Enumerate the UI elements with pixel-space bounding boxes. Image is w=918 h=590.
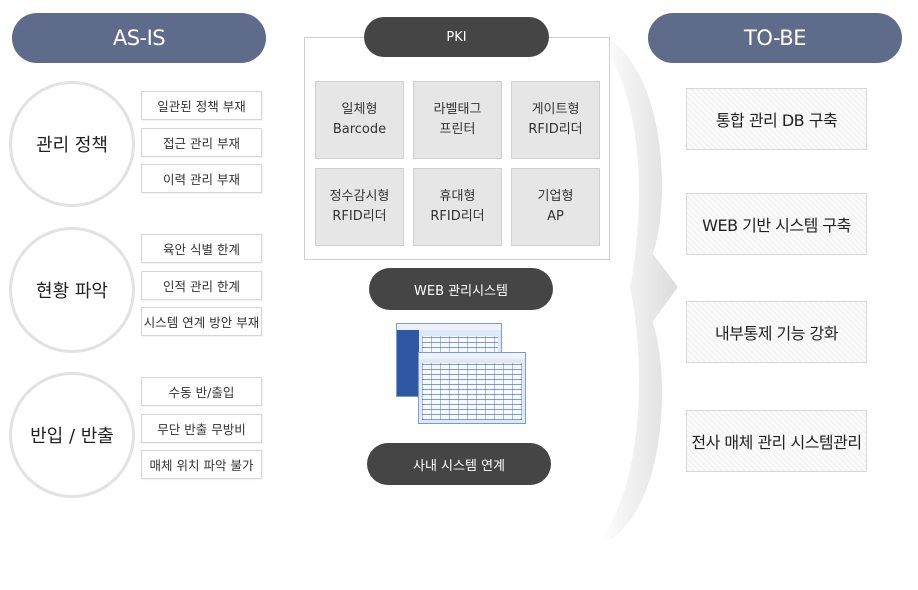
device-type: Barcode — [332, 122, 387, 137]
device-cell: 기업형 AP — [511, 168, 600, 246]
internal-link-label: 사내 시스템 연계 — [367, 443, 551, 485]
device-type: RFID리더 — [528, 122, 583, 137]
device-name: 일체형 — [341, 102, 378, 117]
device-name: 기업형 — [537, 189, 574, 204]
device-type: RFID리더 — [430, 209, 485, 224]
tobe-item: 내부통제 기능 강화 — [686, 301, 867, 363]
device-cell: 휴대형 RFID리더 — [413, 168, 502, 246]
transition-arrow-icon — [600, 40, 678, 540]
device-name: 정수감시형 — [329, 189, 390, 204]
asis-item: 수동 반/출입 — [141, 377, 262, 406]
asis-item: 인적 관리 한계 — [141, 271, 262, 300]
tobe-item: 통합 관리 DB 구축 — [686, 88, 867, 150]
device-cell: 일체형 Barcode — [315, 81, 404, 159]
pki-device-panel: 일체형 Barcode 라벨태그 프린터 게이트형 RFID리더 정수감시형 R… — [304, 37, 610, 260]
web-system-label: WEB 관리시스템 — [369, 268, 553, 310]
device-name: 게이트형 — [531, 102, 580, 117]
asis-item: 무단 반출 무방비 — [141, 414, 262, 443]
asis-item: 육안 식별 한계 — [141, 234, 262, 263]
device-cell: 게이트형 RFID리더 — [511, 81, 600, 159]
asis-item: 매체 위치 파악 불가 — [141, 450, 262, 479]
asis-header: AS-IS — [12, 13, 266, 63]
tobe-header: TO-BE — [648, 13, 902, 63]
asis-item: 일관된 정책 부재 — [141, 91, 262, 120]
device-type: AP — [547, 209, 564, 224]
device-name: 휴대형 — [439, 189, 476, 204]
asis-group-circle-status: 현황 파악 — [9, 227, 135, 353]
device-cell: 정수감시형 RFID리더 — [315, 168, 404, 246]
device-cell: 라벨태그 프린터 — [413, 81, 502, 159]
asis-group-circle-inout: 반입 / 반출 — [9, 372, 135, 498]
tobe-item: 전사 매체 관리 시스템관리 — [686, 410, 867, 472]
asis-item: 시스템 연계 방안 부재 — [141, 307, 262, 336]
asis-item: 이력 관리 부재 — [141, 164, 262, 193]
asis-group-circle-policy: 관리 정책 — [9, 81, 135, 207]
device-name: 라벨태그 — [433, 102, 482, 117]
device-type: RFID리더 — [332, 209, 387, 224]
web-screen-thumbnail — [418, 352, 526, 424]
asis-item: 접근 관리 부재 — [141, 128, 262, 157]
tobe-item: WEB 기반 시스템 구축 — [686, 193, 867, 255]
pki-label: PKI — [364, 17, 549, 57]
device-type: 프린터 — [439, 122, 476, 137]
